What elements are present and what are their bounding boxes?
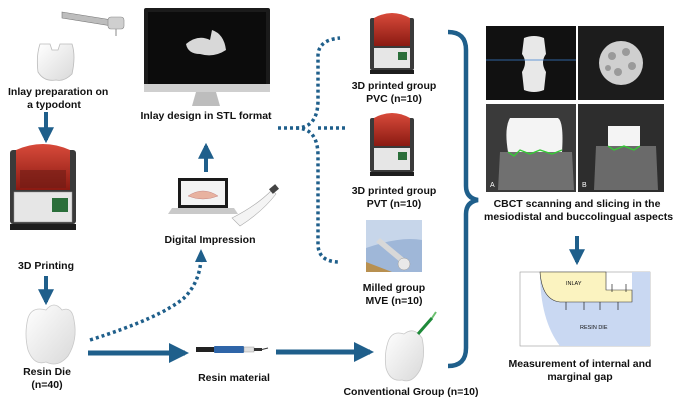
dotted-branch-to-groups [278, 36, 345, 264]
prepared-tooth-icon [36, 43, 75, 81]
digital-impression-label: Digital Impression [164, 234, 256, 246]
resin-material-label: Resin material [198, 372, 270, 384]
dotted-arrow-die-to-impression [89, 249, 207, 342]
3d-printer-pvc-icon [370, 13, 414, 74]
grouping-bracket [447, 29, 479, 369]
cbct-slice-b [578, 104, 664, 192]
resin-die-label: Resin Die(n=40) [23, 366, 71, 391]
3d-printing-label: 3D Printing [17, 260, 74, 272]
cbct-image-top-right [578, 26, 664, 100]
conventional-group-label: Conventional Group (n=10) [343, 386, 479, 398]
conventional-tooth-icon [384, 311, 437, 382]
resin-die-diagram-label: RESIN DIE [580, 325, 608, 331]
panel-letter-b: B [582, 182, 587, 189]
cbct-slice-a [486, 104, 576, 192]
milling-machine-icon [366, 220, 422, 272]
dental-handpiece-icon [61, 11, 125, 36]
3d-printer-pvt-icon [370, 113, 414, 176]
monitor-icon [144, 8, 270, 106]
resin-die-tooth-icon [25, 304, 76, 365]
3d-printer-left-icon [10, 144, 76, 230]
inlay-design-label: Inlay design in STL format [140, 110, 272, 122]
gap-measurement-diagram [519, 271, 651, 347]
intraoral-scanner-icon [231, 184, 279, 227]
panel-letter-a: A [490, 182, 495, 189]
inlay-diagram-label: INLAY [566, 281, 582, 287]
laptop-scan-icon [168, 178, 238, 214]
cbct-image-top-left [486, 26, 576, 100]
resin-syringe-icon [196, 346, 269, 353]
